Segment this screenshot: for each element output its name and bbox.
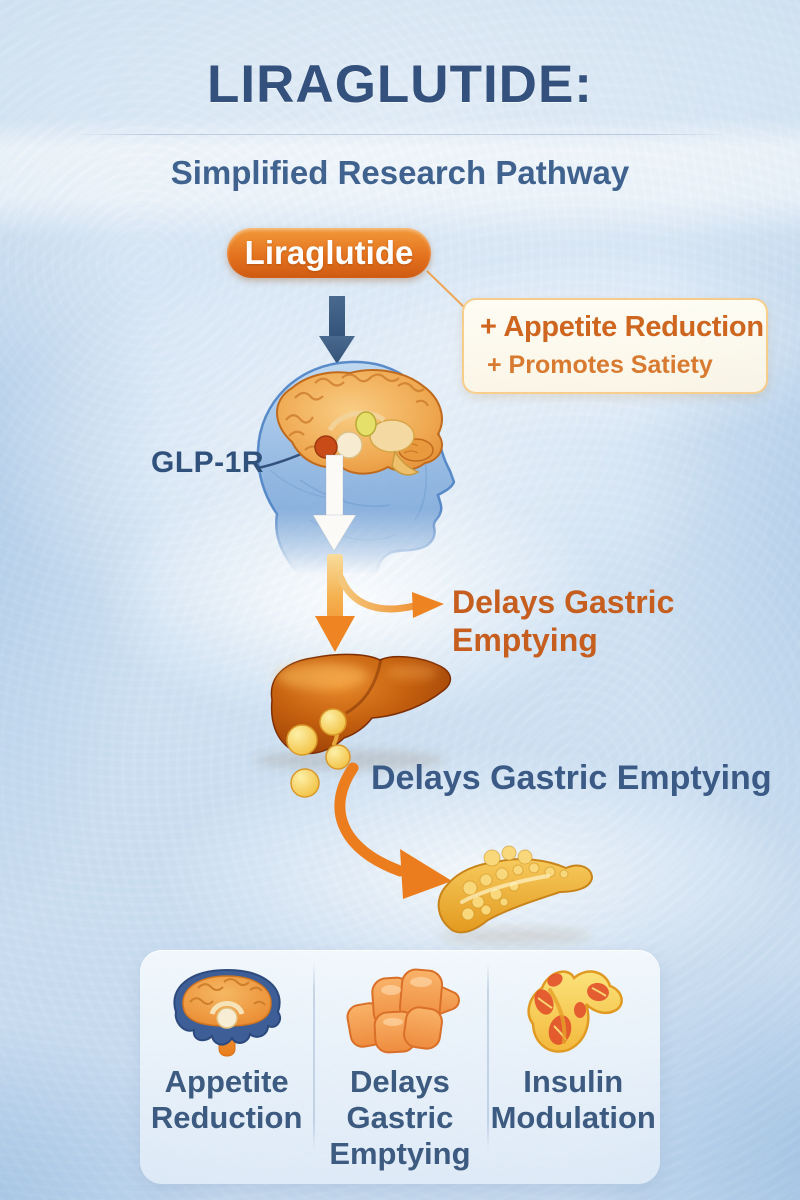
panel-divider [313, 962, 315, 1150]
panel-divider [487, 962, 489, 1150]
brain-icon [162, 960, 292, 1060]
brain-illustration [276, 369, 443, 476]
pancreas-icon [508, 960, 638, 1060]
down-arrow-orange [315, 554, 355, 652]
hypothalamus [355, 411, 377, 437]
summary-card-appetite: Appetite Reduction [140, 950, 313, 1184]
brainstem [391, 450, 420, 476]
bile-droplets [286, 708, 351, 798]
branch-arrow-right [337, 574, 444, 618]
down-arrow-dark [319, 296, 355, 364]
summary-card-gastric: Delays Gastric Emptying [313, 950, 486, 1184]
curved-arrow-to-pancreas [334, 762, 452, 899]
summary-card-label: Insulin Modulation [490, 1064, 656, 1135]
summary-card-label: Delays Gastric Emptying [329, 1064, 471, 1171]
header-divider [72, 134, 728, 135]
summary-panel: Appetite Reduction [140, 950, 660, 1184]
receptor-label: GLP-1R [151, 446, 265, 479]
page-subtitle: Simplified Research Pathway [170, 154, 630, 191]
summary-card-insulin: Insulin Modulation [487, 950, 660, 1184]
intestine-icon [335, 960, 465, 1060]
callout-appetite-reduction: + Appetite Reduction [480, 311, 764, 343]
callout-promotes-satiety: + Promotes Satiety [487, 351, 713, 379]
drug-pill: Liraglutide [227, 228, 431, 278]
pancreas-illustration [437, 845, 594, 944]
pituitary [335, 431, 363, 459]
page-title: LIRAGLUTIDE: [207, 55, 593, 114]
benefits-callout: + Appetite Reduction + Promotes Satiety [462, 298, 768, 394]
down-arrow-white [312, 454, 357, 552]
liver-illustration [255, 653, 452, 798]
gastric-effect-label-orange: Delays Gastric Emptying [452, 584, 675, 658]
summary-card-label: Appetite Reduction [150, 1064, 303, 1135]
gastric-effect-label-blue: Delays Gastric Emptying [371, 759, 772, 797]
pill-to-callout-connector [426, 270, 467, 310]
